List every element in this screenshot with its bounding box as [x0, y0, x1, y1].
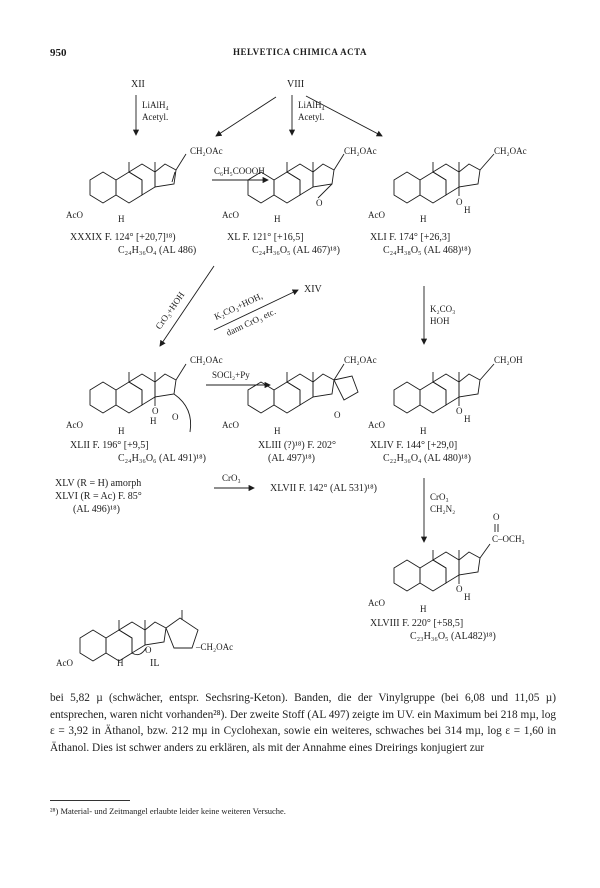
- label-xli-2: C₂₄H₃₈O₅ (AL 468)¹⁸): [383, 245, 471, 256]
- label-xlv: XLV (R = H) amorph: [55, 478, 141, 489]
- label-xii: XII: [131, 79, 145, 90]
- reaction-scheme: XII VIII LiAlH₄ Acetyl. LiAlH₄ Acetyl. C…: [55, 79, 527, 669]
- group-h-il: H: [117, 658, 124, 668]
- reagent-ch2n2: CH₂N₂: [430, 504, 455, 514]
- reagent-cro3-right: CrO₃: [430, 492, 449, 502]
- group-ch2oac-xli: CH₂OAc: [494, 146, 527, 156]
- reagent-acetyl-left: Acetyl.: [142, 112, 168, 122]
- label-xxxix-1: XXXIX F. 124° [+20,7]¹⁸): [70, 232, 176, 243]
- group-h-xliv: H: [420, 426, 427, 436]
- label-xlii-2: C₂₄H₃₆O₆ (AL 491)¹⁸): [118, 453, 206, 464]
- footnote-divider: [50, 800, 130, 801]
- reagent-cro3-mid: CrO₃: [222, 473, 241, 483]
- group-h-oh-xlviii: H: [464, 592, 471, 602]
- group-ch2oac-xliii: CH₂OAc: [344, 355, 377, 365]
- group-aco-xliii: AcO: [222, 420, 239, 430]
- label-xiv: XIV: [304, 284, 323, 295]
- structure-xli: [393, 153, 495, 204]
- reagent-k2co3: K₂CO₃: [430, 304, 455, 314]
- reagent-lialh4-right: LiAlH₄: [298, 100, 325, 110]
- group-ch2oac-xxxix: CH₂OAc: [190, 146, 223, 156]
- label-xlviii-1: XLVIII F. 220° [+58,5]: [370, 618, 463, 629]
- structure-xlviii: [393, 543, 491, 592]
- group-ch2oac-xl: CH₂OAc: [344, 146, 377, 156]
- group-h-xlii: H: [118, 426, 125, 436]
- label-il: IL: [150, 658, 159, 669]
- group-ch2oh-xliv: CH₂OH: [494, 355, 523, 365]
- group-h-xxxix: H: [118, 214, 125, 224]
- group-o-xlviii: O: [456, 584, 463, 594]
- group-h-xlviii: H: [420, 604, 427, 614]
- label-xlvii: XLVII F. 142° (AL 531)¹⁸): [270, 483, 377, 494]
- page-number: 950: [50, 47, 67, 59]
- group-aco-xli: AcO: [368, 210, 385, 220]
- group-o-il: O: [145, 645, 152, 655]
- group-coch3: C–OCH₃: [492, 534, 525, 544]
- group-o-xl: O: [316, 198, 323, 208]
- group-aco-xlviii: AcO: [368, 598, 385, 608]
- label-xliv-1: XLIV F. 144° [+29,0]: [370, 440, 457, 451]
- group-o-ester: O: [493, 512, 500, 522]
- group-aco-xl: AcO: [222, 210, 239, 220]
- label-xlvi-1: XLVI (R = Ac) F. 85°: [55, 491, 142, 502]
- reagent-cro3-hoh: CrO₃+HOH: [153, 290, 186, 332]
- group-o-xliii: O: [334, 410, 341, 420]
- reagent-socl2-py: SOCl₂+Py: [212, 370, 250, 380]
- group-o-xli: O: [456, 197, 463, 207]
- label-xl-2: C₂₄H₃₆O₅ (AL 467)¹⁸): [252, 245, 340, 256]
- label-viii: VIII: [287, 79, 304, 90]
- arrow-viii-right: [305, 95, 383, 137]
- label-xlvi-2: (AL 496)¹⁸): [73, 504, 120, 515]
- group-o-xlii: O: [152, 406, 159, 416]
- structure-xliii: [247, 363, 359, 414]
- label-xlii-1: XLII F. 196° [+9,5]: [70, 440, 149, 451]
- journal-title: HELVETICA CHIMICA ACTA: [232, 47, 368, 57]
- label-xlviii-2: C₂₃H₃₆O₅ (AL482)¹⁸): [410, 631, 496, 642]
- group-h-oh-xlii: H: [150, 416, 157, 426]
- group-aco-xxxix: AcO: [66, 210, 83, 220]
- reagent-acetyl-right: Acetyl.: [298, 112, 324, 122]
- group-ch2oac-il: –CH₂OAc: [195, 642, 233, 652]
- group-aco-xliv: AcO: [368, 420, 385, 430]
- group-h-oh-xli: H: [464, 205, 471, 215]
- structure-il: [79, 610, 199, 662]
- label-xli-1: XLI F. 174° [+26,3]: [370, 232, 450, 243]
- reagent-lialh4-left: LiAlH₄: [142, 100, 169, 110]
- group-aco-il: AcO: [56, 658, 73, 668]
- group-aco-xlii: AcO: [66, 420, 83, 430]
- label-xxxix-2: C₂₄H₃₆O₄ (AL 486): [118, 245, 196, 256]
- group-h-xl: H: [274, 214, 281, 224]
- label-xliii-2: (AL 497)¹⁸): [268, 453, 315, 464]
- reagent-peracid: C₆H₅COOOH: [214, 166, 265, 176]
- group-h-xliii: H: [274, 426, 281, 436]
- group-h-oh-xliv: H: [464, 414, 471, 424]
- body-paragraph: bei 5,82 µ (schwächer, entspr. Sechsring…: [50, 692, 556, 754]
- reagent-hoh: HOH: [430, 316, 450, 326]
- label-xl-1: XL F. 121° [+16,5]: [227, 232, 304, 243]
- footnote-number: ²⁸): [50, 806, 59, 816]
- group-o-xlii-ketone: O: [172, 412, 179, 422]
- group-ch2oac-xlii: CH₂OAc: [190, 355, 223, 365]
- structure-xxxix: [89, 153, 187, 204]
- structure-xliv: [393, 363, 495, 414]
- arrow-viii-left: [215, 96, 277, 137]
- arrow-xl-xlii: [159, 265, 215, 347]
- footnote: ²⁸) Material- und Zeitmangel erlaubte le…: [50, 806, 286, 816]
- arrow-to-xiv: [213, 289, 299, 331]
- footnote-text: Material- und Zeitmangel erlaubte leider…: [60, 806, 286, 816]
- label-xliii-1: XLIII (?)¹⁸) F. 202°: [258, 440, 336, 451]
- structure-xl: [247, 153, 345, 204]
- structure-xlii: [89, 363, 192, 433]
- label-xliv-2: C₂₂H₃₆O₄ (AL 480)¹⁸): [383, 453, 471, 464]
- group-o-xliv: O: [456, 406, 463, 416]
- group-h-xli: H: [420, 214, 427, 224]
